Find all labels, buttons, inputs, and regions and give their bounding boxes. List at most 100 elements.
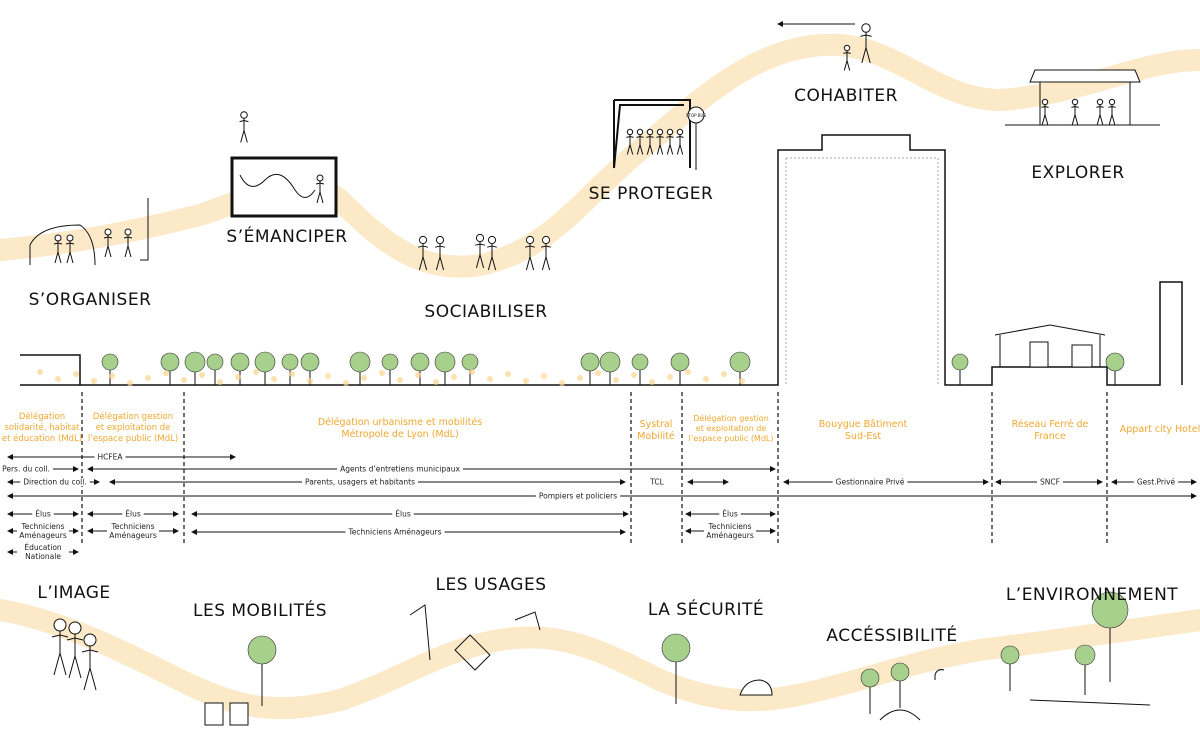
- person-figure: [525, 235, 535, 271]
- car-sketch: [29, 198, 149, 266]
- tree-crown: [661, 633, 691, 663]
- head: [861, 23, 871, 33]
- head: [525, 235, 535, 245]
- head: [418, 235, 428, 245]
- mural-drawing: [239, 173, 316, 198]
- body: [843, 50, 851, 71]
- theme-environnement: L’ENVIRONNEMENT: [1005, 585, 1179, 605]
- flower-dot: [631, 372, 637, 378]
- head: [1071, 98, 1079, 106]
- head: [124, 228, 132, 236]
- theme-securite: LA SÉCURITÉ: [647, 600, 765, 620]
- person-figure: [636, 128, 644, 155]
- person-figure: [666, 128, 674, 155]
- body: [435, 243, 445, 271]
- actor-label-elus: Élus: [35, 510, 51, 519]
- flower-dot: [217, 379, 223, 385]
- actor-label-techniciens_2: Aménageurs: [706, 531, 754, 540]
- flower-dot: [379, 370, 385, 376]
- body: [315, 181, 325, 204]
- tree-crown: [434, 351, 456, 373]
- flower-dot: [127, 380, 133, 386]
- head: [541, 235, 551, 245]
- flower-dot: [577, 375, 583, 381]
- flower-dot: [721, 371, 727, 377]
- bus-shelter: [613, 99, 691, 169]
- actor-label-techniciens_1: Techniciens: [110, 522, 154, 531]
- label-mask: [122, 510, 144, 518]
- person-figure: [123, 228, 133, 258]
- person-figure: [656, 128, 664, 155]
- building-hatch: [785, 157, 939, 385]
- tree-crown: [670, 352, 690, 372]
- tree-crown: [890, 662, 910, 682]
- body: [51, 631, 69, 676]
- flower-dot: [703, 376, 709, 382]
- flower-dot: [433, 379, 439, 385]
- head: [1096, 98, 1104, 106]
- tree-crown: [461, 353, 479, 371]
- head: [1041, 98, 1049, 106]
- org-bouygues: Bouygue Bâtiment Sud-Est: [818, 419, 908, 442]
- label-mask: [302, 478, 418, 486]
- body: [1041, 104, 1049, 125]
- tree-crown: [254, 351, 276, 373]
- head: [240, 111, 248, 119]
- flower-dot: [613, 377, 619, 383]
- label-mask: [832, 478, 908, 486]
- actor-label-gest_prive: Gest.Privé: [1137, 478, 1176, 487]
- bus-stop-text: STOP BUS: [686, 113, 706, 118]
- actor-label-elus: Élus: [395, 510, 411, 519]
- body: [646, 134, 654, 155]
- path-sketch: [879, 669, 945, 721]
- tree-crown: [410, 352, 430, 372]
- flower-dot: [649, 379, 655, 385]
- theme-image: L’IMAGE: [37, 583, 111, 603]
- theme-explorer: EXPLORER: [1031, 163, 1125, 183]
- flower-dot: [451, 374, 457, 380]
- flower-dot: [595, 370, 601, 376]
- head: [475, 233, 485, 243]
- group-person: [66, 621, 84, 679]
- org-delegation-urbanisme: Délégation urbanisme et mobilités Métrop…: [317, 417, 483, 440]
- label-mask: [20, 478, 90, 486]
- flower-dot: [253, 369, 259, 375]
- body: [636, 134, 644, 155]
- person-figure: [53, 234, 63, 264]
- train-icon: [1029, 341, 1049, 368]
- actor-label-education_2: Nationale: [25, 552, 61, 561]
- actor-label-pers_coll: Pers. du coll.: [2, 465, 50, 474]
- head: [1108, 98, 1116, 106]
- label-mask: [704, 521, 756, 541]
- body: [53, 241, 63, 264]
- bike-station: [229, 702, 249, 726]
- flower-dot: [361, 375, 367, 381]
- label-mask: [345, 528, 445, 536]
- head: [83, 633, 97, 647]
- body: [626, 134, 634, 155]
- actor-label-techniciens_1: Techniciens: [707, 522, 751, 531]
- body: [123, 235, 133, 258]
- person-figure: [1096, 98, 1104, 125]
- body: [66, 634, 84, 679]
- head: [435, 235, 445, 245]
- flower-dot: [739, 378, 745, 384]
- head: [626, 128, 634, 136]
- actor-label-elus: Élus: [722, 510, 738, 519]
- tree-crown: [206, 353, 224, 371]
- flower-dot: [469, 369, 475, 375]
- body: [656, 134, 664, 155]
- person-figure: [1041, 98, 1049, 125]
- body: [487, 243, 497, 271]
- person-figure: [435, 235, 445, 271]
- tree-crown: [349, 351, 371, 373]
- actor-label-education_1: Éducation: [24, 543, 62, 552]
- flower-dot: [685, 369, 691, 375]
- actor-label-parents: Parents, usagers et habitants: [305, 478, 415, 487]
- flower-dot: [163, 370, 169, 376]
- tree-crown: [860, 668, 880, 688]
- theme-semanciper: S’ÉMANCIPER: [226, 227, 348, 247]
- head: [53, 618, 67, 632]
- head: [666, 128, 674, 136]
